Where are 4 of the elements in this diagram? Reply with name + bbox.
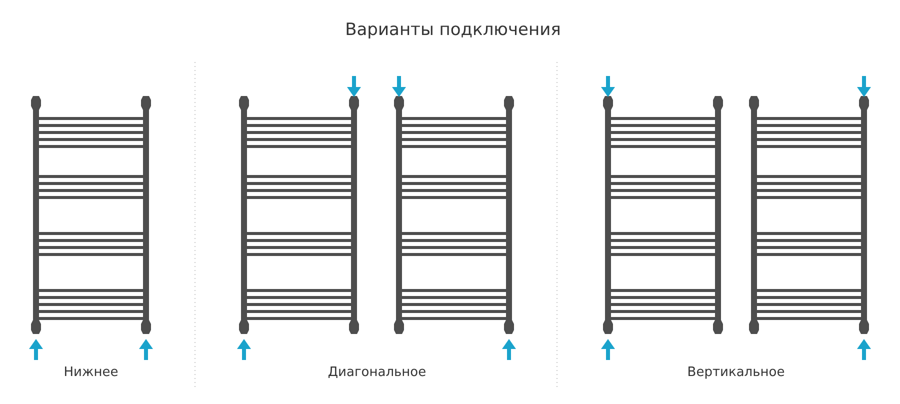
connection-type-label: Вертикальное xyxy=(687,365,785,380)
connection-type-label: Нижнее xyxy=(64,365,118,380)
connection-type-label: Диагональное xyxy=(328,365,426,380)
diagram-title: Варианты подключения xyxy=(345,20,561,40)
